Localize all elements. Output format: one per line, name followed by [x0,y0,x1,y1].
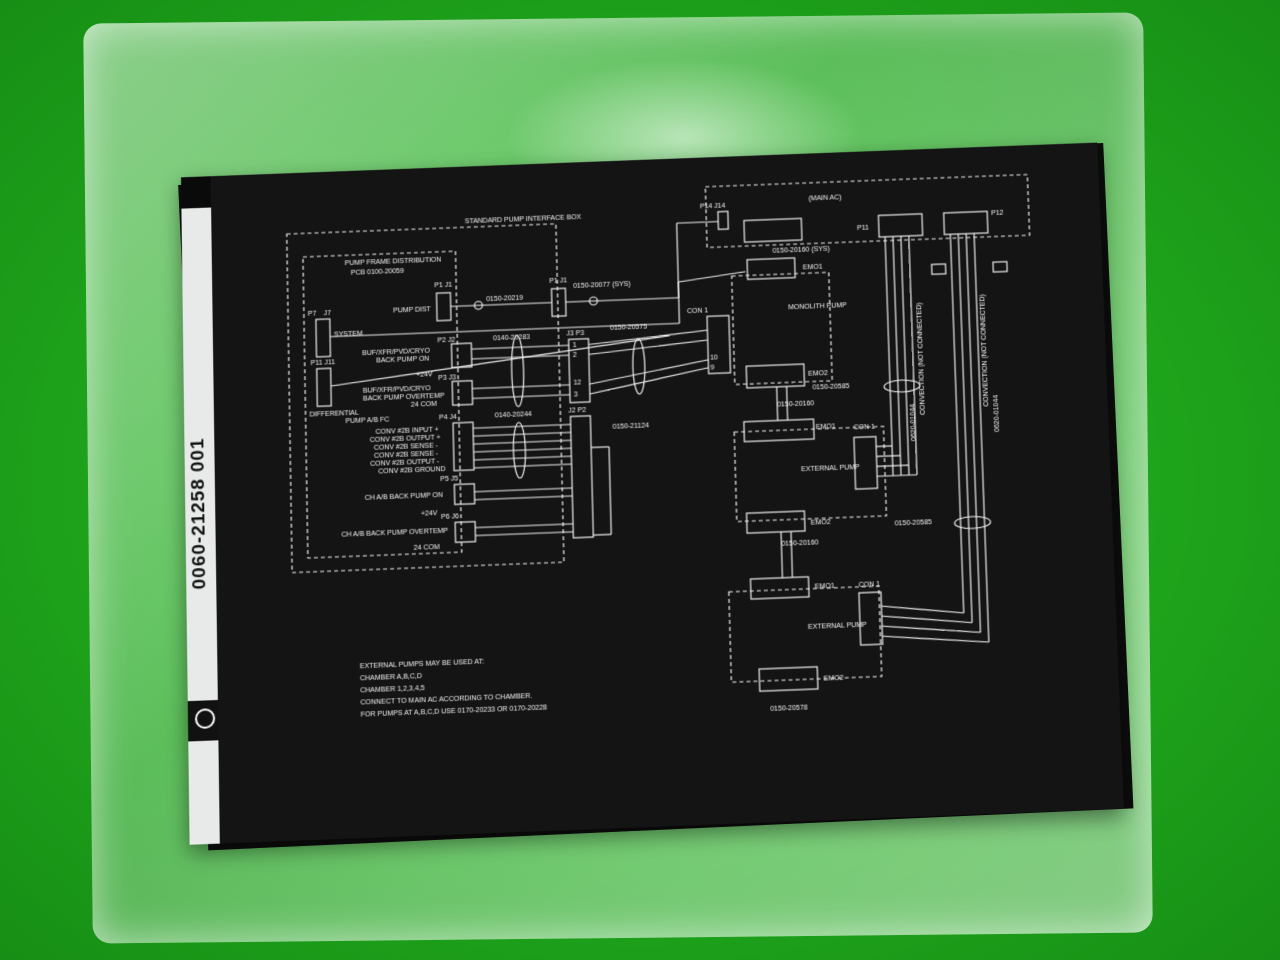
label-buf-on-1: BUF/XFR/PVD/CRYO [362,348,430,358]
label-buf-on-2: BACK PUMP ON [376,356,429,365]
cable-0150-20160-a: 0150-20160 [777,400,814,408]
label-conv-1: CONV #2B INPUT + [376,427,439,436]
label-emo2-mid: EMO2 [811,519,831,527]
cable-0150-21124: 0150-21124 [612,422,649,430]
label-p1j1-a: P1 J1 [434,282,452,290]
schematic-notes: EXTERNAL PUMPS MAY BE USED AT: CHAMBER A… [360,654,548,722]
label-conv-3: CONV #2B SENSE - [374,442,438,451]
label-system: SYSTEM [334,330,363,338]
cable-0620-01044-a: 0620-01044 [910,404,918,441]
label-con1-mid: CON 1 [854,424,876,432]
label-con1-low: CON 1 [859,581,881,589]
label-external-pump-2: EXTERNAL PUMP [808,622,867,631]
pcb-title: PUMP FRAME DISTRIBUTION [345,257,442,268]
label-24com-b: 24 COM [414,544,440,552]
label-j2-p2: J2 P2 [568,407,586,415]
tab-top-block [181,176,212,209]
label-main-ac: (MAIN AC) [808,194,841,202]
label-monolith-pump: MONOLITH PUMP [788,302,847,311]
cable-0150-20575: 0150-20575 [610,324,647,332]
cable-0140-20283: 0140-20283 [493,334,530,342]
cable-0150-20160-sys: 0150-20160 (SYS) [772,246,829,255]
cable-0150-20578: 0150-20578 [770,704,808,713]
label-emo1-low: EMO1 [815,583,835,591]
label-p1j1-b: P1 J1 [549,277,567,285]
label-p11-j11: P11 J11 [311,359,336,367]
label-p3-j3: P3 J3 [438,374,456,382]
label-p5-j5: P5 J5 [440,475,458,483]
label-conv-4: CONV #2B SENSE - [374,450,438,459]
label-emo2-top: EMO2 [808,370,828,378]
label-pump-dist: PUMP DIST [393,306,431,314]
label-buf-ot-2: BACK PUMP OVERTEMP [363,393,445,403]
label-p6-j6: P6 J6 [441,513,459,521]
pcb-number: PCB 0100-20059 [351,268,404,277]
label-chab-on: CH A/B BACK PUMP ON [365,492,443,502]
label-p12: P12 [991,210,1004,217]
label-conv-5: CONV #2B OUTPUT - [370,458,439,468]
label-emo1-mid: EMO1 [816,423,836,431]
label-external-pump-1: EXTERNAL PUMP [801,464,860,473]
label-emo1-top: EMO1 [803,264,823,272]
label-24com-a: 24 COM [411,401,437,409]
label-buf-ot-1: BUF/XFR/PVD/CRYO [363,385,431,395]
label-24v-a: +24V [416,371,433,379]
cable-0140-20244: 0140-20244 [495,411,532,419]
cable-0150-20585-a: 0150-20585 [812,383,849,391]
cable-0150-20219: 0150-20219 [486,295,523,303]
pin-1: 1 [573,342,577,349]
schematic-sheet: 0060-21258 001 [181,142,1124,845]
interface-box-title: STANDARD PUMP INTERFACE BOX [465,214,582,225]
pin-10: 10 [710,354,718,361]
label-j3-p3: J3 P3 [566,330,584,338]
label-p14-j14: P14 J14 [700,203,726,211]
part-number: 0060-21258 001 [187,437,211,590]
label-convection-nc-1: CONVECTION (NOT CONNECTED) [916,302,927,415]
label-p7-j7: P7 [308,311,317,318]
label-p11: P11 [857,225,869,232]
label-24v-b: +24V [421,510,438,518]
label-conv-2: CONV #2B OUTPUT + [370,434,441,444]
label-convection-nc-2: CONVECTION (NOT CONNECTED) [979,294,990,407]
label-differential: DIFFERENTIAL [309,410,359,419]
pin-9: 9 [710,364,714,371]
label-conv-6: CONV #2B GROUND [378,466,445,476]
label-pump-ab-fc: PUMP A/B FC [345,416,389,425]
pin-2: 2 [573,352,577,359]
cable-0620-01044-b: 0620-01044 [993,395,1001,432]
pin-3: 3 [574,391,578,398]
cable-0150-20585-b: 0150-20585 [895,519,933,527]
cable-0150-20160-b: 0150-20160 [781,539,819,547]
label-emo2-low: EMO2 [824,675,844,683]
label-p2-j2: P2 J2 [437,337,455,345]
label-p4-j4: P4 J4 [439,414,457,422]
pin-12: 12 [574,379,582,386]
wiring-schematic: STANDARD PUMP INTERFACE BOX PUMP FRAME D… [211,143,1124,713]
label-j7: J7 [324,310,332,317]
cable-0150-20077: 0150-20077 (SYS) [573,281,630,290]
label-con1-top: CON 1 [687,307,708,315]
label-chab-ot: CH A/B BACK PUMP OVERTEMP [341,528,448,539]
